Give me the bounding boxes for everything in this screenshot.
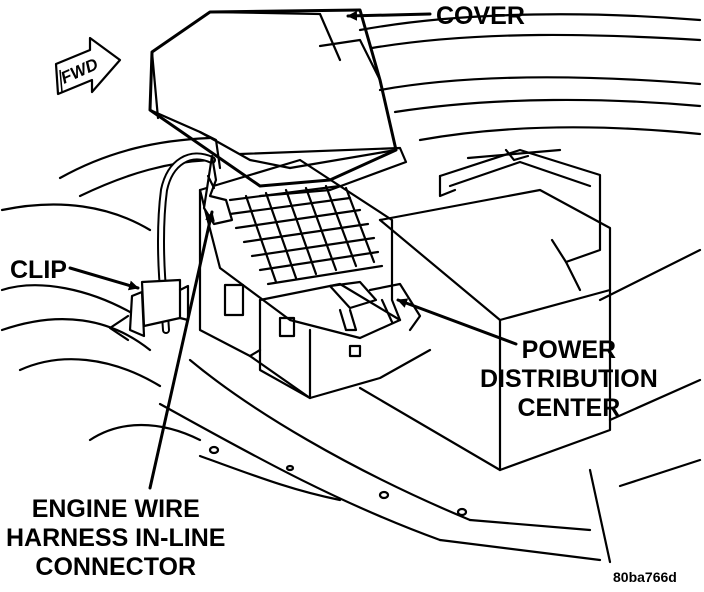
pdc-label-line-1: POWER <box>521 336 617 364</box>
fender-structure <box>0 13 702 564</box>
engine-wire-harness <box>157 152 234 334</box>
cover-label-text: COVER <box>436 2 525 30</box>
pdc-cover <box>148 8 408 198</box>
power-distribution-center-label: POWER DISTRIBUTION CENTER <box>480 336 658 423</box>
harness-label-line-3: CONNECTOR <box>35 553 197 581</box>
clip-label-text: CLIP <box>10 256 67 284</box>
power-distribution-center <box>198 158 432 400</box>
fwd-direction-badge: FWD <box>54 36 122 96</box>
harness-clip <box>108 278 190 342</box>
cover-label: COVER <box>436 2 525 31</box>
support-box <box>358 188 612 472</box>
callout-arrows <box>68 10 518 490</box>
harness-label-line-1: ENGINE WIRE <box>31 495 200 523</box>
mounting-bracket <box>438 148 602 292</box>
engine-wire-harness-label: ENGINE WIRE HARNESS IN-LINE CONNECTOR <box>6 495 225 582</box>
figure-id: 80ba766d <box>613 569 677 585</box>
pdc-label-line-2: DISTRIBUTION <box>480 365 658 393</box>
fuse-grid <box>228 184 384 286</box>
harness-label-line-2: HARNESS IN-LINE <box>6 524 226 552</box>
pdc-label-line-3: CENTER <box>517 394 621 422</box>
clip-label: CLIP <box>10 256 67 285</box>
